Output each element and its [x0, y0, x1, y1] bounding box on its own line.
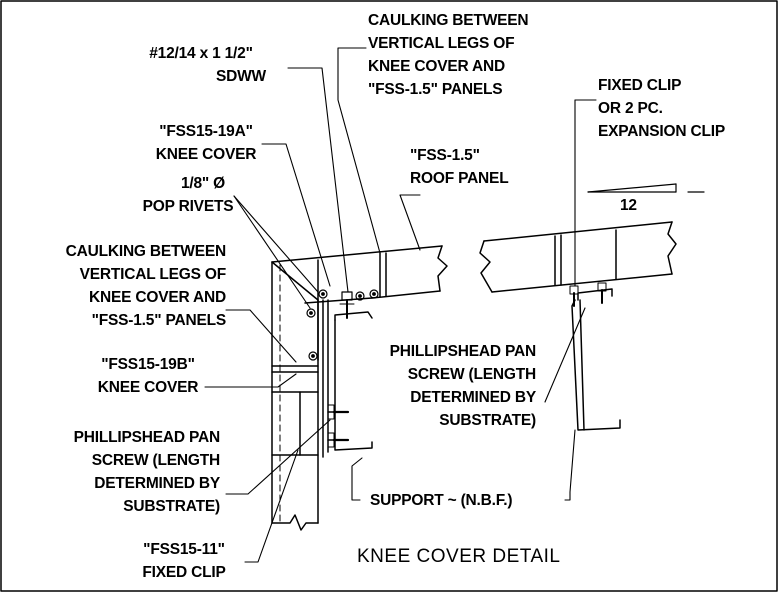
caulk-top-line-2: VERTICAL LEGS OF — [368, 35, 515, 52]
caulk-top-label: CAULKING BETWEEN VERTICAL LEGS OF KNEE C… — [368, 9, 529, 101]
pan-screw-right-label: PHILLIPSHEAD PAN SCREW (LENGTH DETERMINE… — [336, 340, 537, 432]
fixed-clip-line-2: OR 2 PC. — [598, 100, 663, 117]
fixed-clip-label: FIXED CLIP OR 2 PC. EXPANSION CLIP — [598, 74, 725, 143]
knee-cover-a-line-2: KNEE COVER — [155, 146, 257, 163]
roof-panel-label: "FSS-1.5" ROOF PANEL — [410, 144, 509, 190]
pan-screw-right-line-2: SCREW (LENGTH — [407, 366, 536, 383]
drawing-title-text: KNEE COVER DETAIL — [357, 546, 561, 567]
fixed-clip-11-label: "FSS15-11" FIXED CLIP — [124, 538, 244, 584]
fixed-clip-11-line-1: "FSS15-11" — [143, 541, 225, 558]
roof-panel-line-2: ROOF PANEL — [410, 170, 509, 187]
pan-screw-left-line-1: PHILLIPSHEAD PAN — [73, 429, 221, 446]
caulk-left-line-1: CAULKING BETWEEN — [65, 243, 227, 260]
knee-cover-b-label: "FSS15-19B" KNEE COVER — [90, 353, 206, 399]
pan-screw-right-line-3: DETERMINED BY — [410, 389, 536, 406]
knee-cover-b-line-2: KNEE COVER — [97, 379, 199, 396]
pop-rivets-line-1: 1/8" Ø — [180, 175, 226, 192]
knee-cover-b-line-1: "FSS15-19B" — [101, 356, 195, 373]
sdww-screw — [339, 291, 355, 319]
pop-rivets-line-2: POP RIVETS — [142, 198, 234, 215]
knee-cover-a-line-1: "FSS15-19A" — [159, 123, 253, 140]
fixed-clip-right — [569, 282, 621, 431]
pan-screw-left-line-3: DETERMINED BY — [94, 475, 220, 492]
caulk-top-line-3: KNEE COVER AND — [368, 58, 506, 75]
pan-screw-right-line-1: PHILLIPSHEAD PAN — [389, 343, 537, 360]
pan-screw-right-line-4: SUBSTRATE) — [439, 412, 536, 429]
sdww-line-1: #12/14 x 1 1/2" — [149, 45, 253, 62]
caulk-top-line-1: CAULKING BETWEEN — [368, 12, 529, 29]
pan-screw-left-line-4: SUBSTRATE) — [123, 498, 220, 515]
support-label: SUPPORT ~ (N.B.F.) — [370, 489, 513, 512]
fixed-clip-line-3: EXPANSION CLIP — [598, 123, 725, 140]
slope-indicator — [587, 183, 705, 193]
fixed-clip-left — [327, 311, 373, 451]
slope-run-label: 12 — [620, 194, 637, 217]
knee-cover-body — [271, 259, 329, 531]
caulk-left-line-2: VERTICAL LEGS OF — [79, 266, 227, 283]
rivet-circles — [306, 289, 379, 361]
leader-lines — [204, 47, 597, 563]
fixed-clip-line-1: FIXED CLIP — [598, 77, 682, 94]
fixed-clip-11-line-2: FIXED CLIP — [142, 564, 226, 581]
sdww-line-2: SDWW — [216, 68, 266, 85]
sdww-label: #12/14 x 1 1/2" SDWW — [136, 42, 266, 88]
roof-panel-left — [271, 245, 448, 304]
roof-panel-right — [479, 221, 677, 293]
caulk-left-line-4: "FSS-1.5" PANELS — [91, 312, 227, 329]
drawing-title: KNEE COVER DETAIL — [357, 545, 560, 568]
caulk-top-line-4: "FSS-1.5" PANELS — [368, 81, 503, 98]
caulk-left-label: CAULKING BETWEEN VERTICAL LEGS OF KNEE C… — [6, 240, 227, 332]
roof-panel-line-1: "FSS-1.5" — [410, 147, 480, 164]
knee-cover-a-label: "FSS15-19A" KNEE COVER — [148, 120, 264, 166]
pan-screw-left-label: PHILLIPSHEAD PAN SCREW (LENGTH DETERMINE… — [24, 426, 221, 518]
pan-screw-left-line-2: SCREW (LENGTH — [91, 452, 220, 469]
caulk-left-line-3: KNEE COVER AND — [88, 289, 226, 306]
pop-rivets-label: 1/8" Ø POP RIVETS — [130, 172, 246, 218]
slope-run-value: 12 — [620, 197, 637, 214]
support-line: SUPPORT ~ (N.B.F.) — [370, 492, 513, 509]
